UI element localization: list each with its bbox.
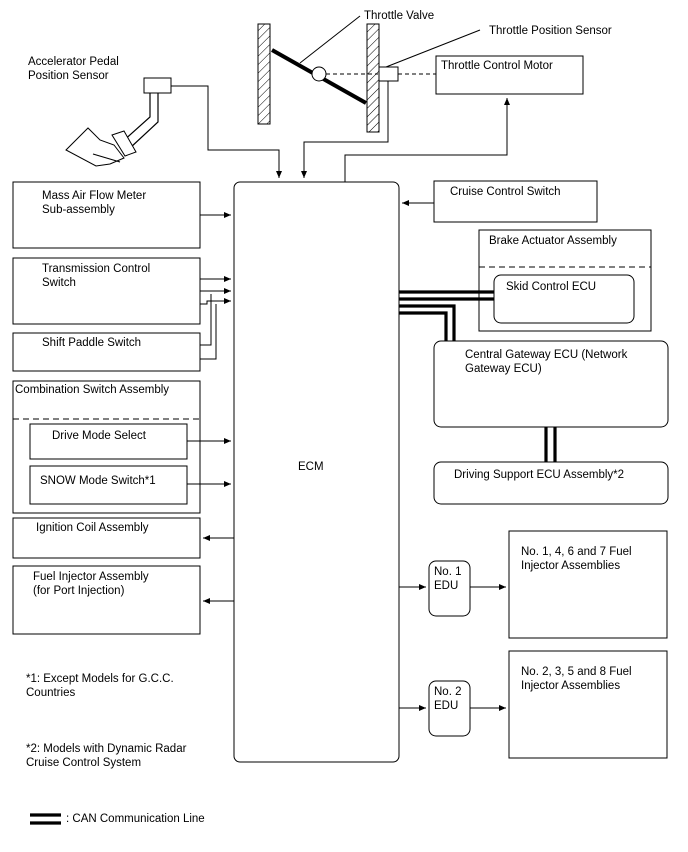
throttle-sensor-to-ecm-line bbox=[301, 81, 389, 178]
paddle-to-ecm-line-2 bbox=[200, 304, 217, 360]
injectors-2358-label: No. 2, 3, 5 and 8 Fuel Injector Assembli… bbox=[521, 666, 632, 692]
throttle-control-motor-box bbox=[435, 55, 584, 95]
accelerator-sensor-body bbox=[143, 77, 172, 94]
snow-mode-switch-label: SNOW Mode Switch*1 bbox=[40, 475, 156, 487]
driving-support-ecu-label: Driving Support ECU Assembly*2 bbox=[454, 469, 625, 481]
mass-air-flow-meter-label: Mass Air Flow Meter Sub-assembly bbox=[42, 190, 147, 216]
transmission-control-switch-label: Transmission Control Switch bbox=[42, 263, 151, 289]
ignition-coil-assembly-box bbox=[12, 517, 201, 559]
paddle-to-ecm-line-1 bbox=[200, 294, 212, 346]
cruise-control-switch-label: Cruise Control Switch bbox=[450, 186, 561, 198]
ignition-coil-assembly-label: Ignition Coil Assembly bbox=[36, 522, 149, 534]
throttle-valve-shaft bbox=[311, 66, 327, 82]
driver-foot-icon bbox=[65, 127, 125, 167]
injectors-1467-label: No. 1, 4, 6 and 7 Fuel Injector Assembli… bbox=[521, 546, 632, 572]
accelerator-pedal-sensor-label: Accelerator Pedal Position Sensor bbox=[28, 56, 119, 82]
throttle-valve-leader bbox=[299, 15, 361, 64]
combination-switch-assembly-box bbox=[12, 380, 201, 514]
throttle-position-sensor-label: Throttle Position Sensor bbox=[489, 25, 612, 37]
injectors-1467-box bbox=[508, 530, 668, 639]
throttle-body-wall-right bbox=[366, 23, 380, 133]
throttle-sensor-leader bbox=[385, 29, 481, 68]
cruise-control-switch-box bbox=[433, 180, 598, 223]
snow-mode-switch-box bbox=[29, 465, 188, 505]
edu-1-label: No. 1 EDU bbox=[434, 566, 462, 592]
central-gateway-ecu-box bbox=[433, 340, 669, 428]
throttle-body-wall-left bbox=[257, 23, 271, 125]
accel-sensor-to-ecm-line bbox=[171, 85, 282, 178]
skid-control-ecu-label: Skid Control ECU bbox=[506, 281, 597, 293]
central-gateway-ecu-label: Central Gateway ECU (Network Gateway ECU… bbox=[465, 349, 628, 375]
footnote-1: *1: Except Models for G.C.C. Countries bbox=[26, 673, 174, 699]
edu-2-label: No. 2 EDU bbox=[434, 686, 462, 712]
accelerator-pedal-pad bbox=[111, 130, 137, 157]
can-line-legend-label: : CAN Communication Line bbox=[66, 813, 205, 825]
driver-foot-sole bbox=[92, 153, 121, 163]
driving-support-ecu-box bbox=[433, 461, 669, 505]
ecm-label: ECM bbox=[298, 461, 324, 473]
throttle-valve-label: Throttle Valve bbox=[364, 10, 435, 22]
combination-switch-assembly-label: Combination Switch Assembly bbox=[15, 384, 170, 396]
throttle-position-sensor-body bbox=[378, 66, 399, 82]
fuel-injector-assembly-box bbox=[12, 565, 201, 635]
brake-actuator-assembly-box bbox=[478, 229, 652, 332]
footnote-2: *2: Models with Dynamic Radar Cruise Con… bbox=[26, 743, 187, 769]
shift-paddle-switch-label: Shift Paddle Switch bbox=[42, 337, 142, 349]
throttle-control-motor-label: Throttle Control Motor bbox=[441, 60, 553, 72]
shift-paddle-switch-box bbox=[12, 332, 201, 372]
accelerator-pedal-arm bbox=[121, 93, 159, 149]
edu-1-box bbox=[428, 560, 471, 617]
brake-actuator-assembly-label: Brake Actuator Assembly bbox=[489, 235, 617, 247]
can-lines bbox=[30, 290, 557, 825]
injectors-2358-box bbox=[508, 650, 668, 759]
ecm-to-throttle-motor-line bbox=[344, 98, 510, 182]
tcs-to-ecm-line-3 bbox=[200, 298, 231, 305]
drive-mode-select-label: Drive Mode Select bbox=[52, 430, 146, 442]
fuel-injector-assembly-label: Fuel Injector Assembly (for Port Injecti… bbox=[33, 571, 149, 597]
ecm-box bbox=[233, 181, 400, 763]
